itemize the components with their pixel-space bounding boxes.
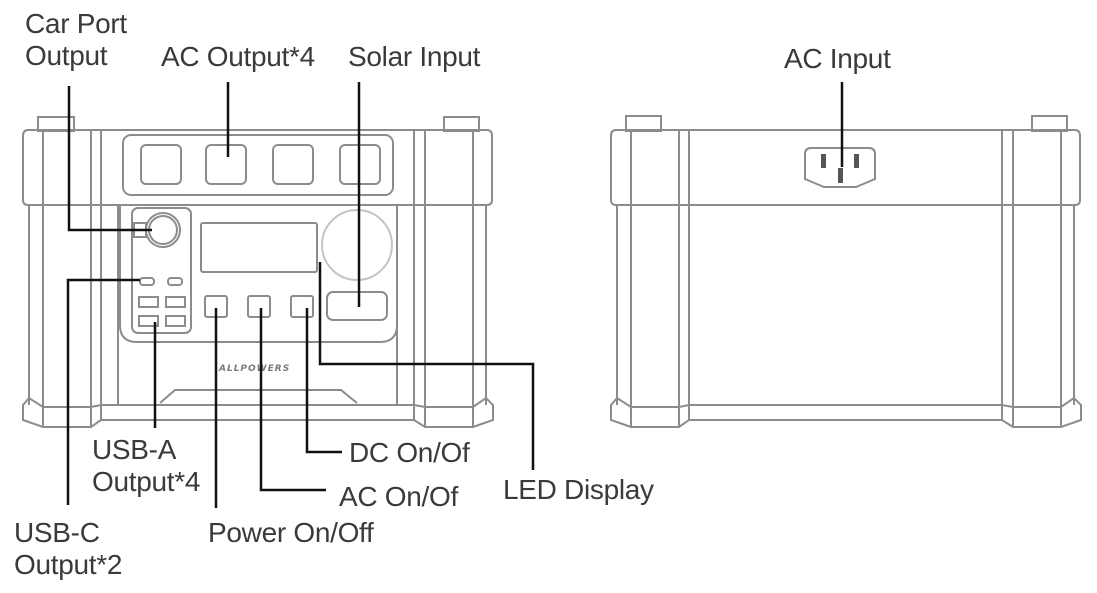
label-ac-output: AC Output*4	[161, 41, 315, 72]
brand-logo: ALLPOWERS	[218, 364, 290, 374]
back-view-device	[610, 115, 1082, 428]
ac-outlet-3[interactable]	[272, 144, 314, 185]
ac-outlet-2[interactable]	[205, 144, 247, 185]
label-usb-a-output: USB-A Output*4	[92, 434, 200, 498]
solar-input-cap	[321, 209, 393, 281]
usb-a-port-4[interactable]	[165, 315, 186, 327]
usb-c-port-2[interactable]	[167, 277, 183, 286]
ac-input-pins	[821, 154, 859, 183]
solar-input-port[interactable]	[326, 291, 388, 321]
usb-c-port-1[interactable]	[139, 277, 155, 286]
usb-a-port-1[interactable]	[138, 296, 159, 308]
label-usb-a-line1: USB-A	[92, 434, 177, 465]
label-dc-on-off: DC On/Of	[349, 437, 470, 468]
control-panel	[119, 205, 398, 343]
label-car-port-line1: Car Port	[25, 8, 127, 39]
label-usb-a-line2: Output*4	[92, 466, 201, 497]
front-base	[22, 396, 494, 428]
ac-output-panel	[122, 134, 394, 196]
ac-outlet-1[interactable]	[140, 144, 182, 185]
led-display-screen	[200, 222, 318, 273]
front-right-handle	[443, 116, 480, 132]
usb-a-port-2[interactable]	[165, 296, 186, 308]
label-power-on-off: Power On/Off	[208, 517, 374, 548]
label-car-port-output: Car Port Output	[25, 8, 127, 72]
back-left-handle	[625, 115, 662, 132]
car-port-inner	[148, 215, 178, 245]
front-view-device	[22, 116, 494, 428]
dc-button[interactable]	[290, 295, 314, 318]
label-car-port-line2: Output	[25, 40, 108, 71]
ac-input-pin-ground	[838, 168, 843, 183]
leader-car-port	[67, 86, 152, 232]
leader-dc-btn	[305, 308, 342, 454]
leader-led-display	[318, 262, 535, 470]
ac-input-pin-left	[821, 154, 826, 168]
port-subpanel	[131, 207, 192, 334]
label-ac-input: AC Input	[784, 43, 891, 74]
label-usb-c-line1: USB-C	[14, 517, 100, 548]
back-base	[610, 396, 1082, 428]
label-usb-c-line2: Output*2	[14, 549, 123, 580]
usb-a-port-3[interactable]	[138, 315, 159, 327]
back-right-handle	[1031, 115, 1068, 132]
back-upper-band	[610, 129, 1081, 206]
ac-input-socket[interactable]	[804, 147, 876, 188]
label-usb-c-output: USB-C Output*2	[14, 517, 122, 581]
ac-input-pin-right	[854, 154, 859, 168]
label-solar-input: Solar Input	[348, 41, 481, 72]
leader-lines	[66, 82, 844, 508]
leader-usb-c	[66, 278, 140, 505]
ac-button[interactable]	[247, 295, 271, 318]
leader-ac-btn	[259, 308, 326, 492]
label-ac-on-off: AC On/Of	[339, 481, 458, 512]
label-led-display: LED Display	[503, 474, 654, 505]
front-upper-band	[22, 129, 493, 206]
